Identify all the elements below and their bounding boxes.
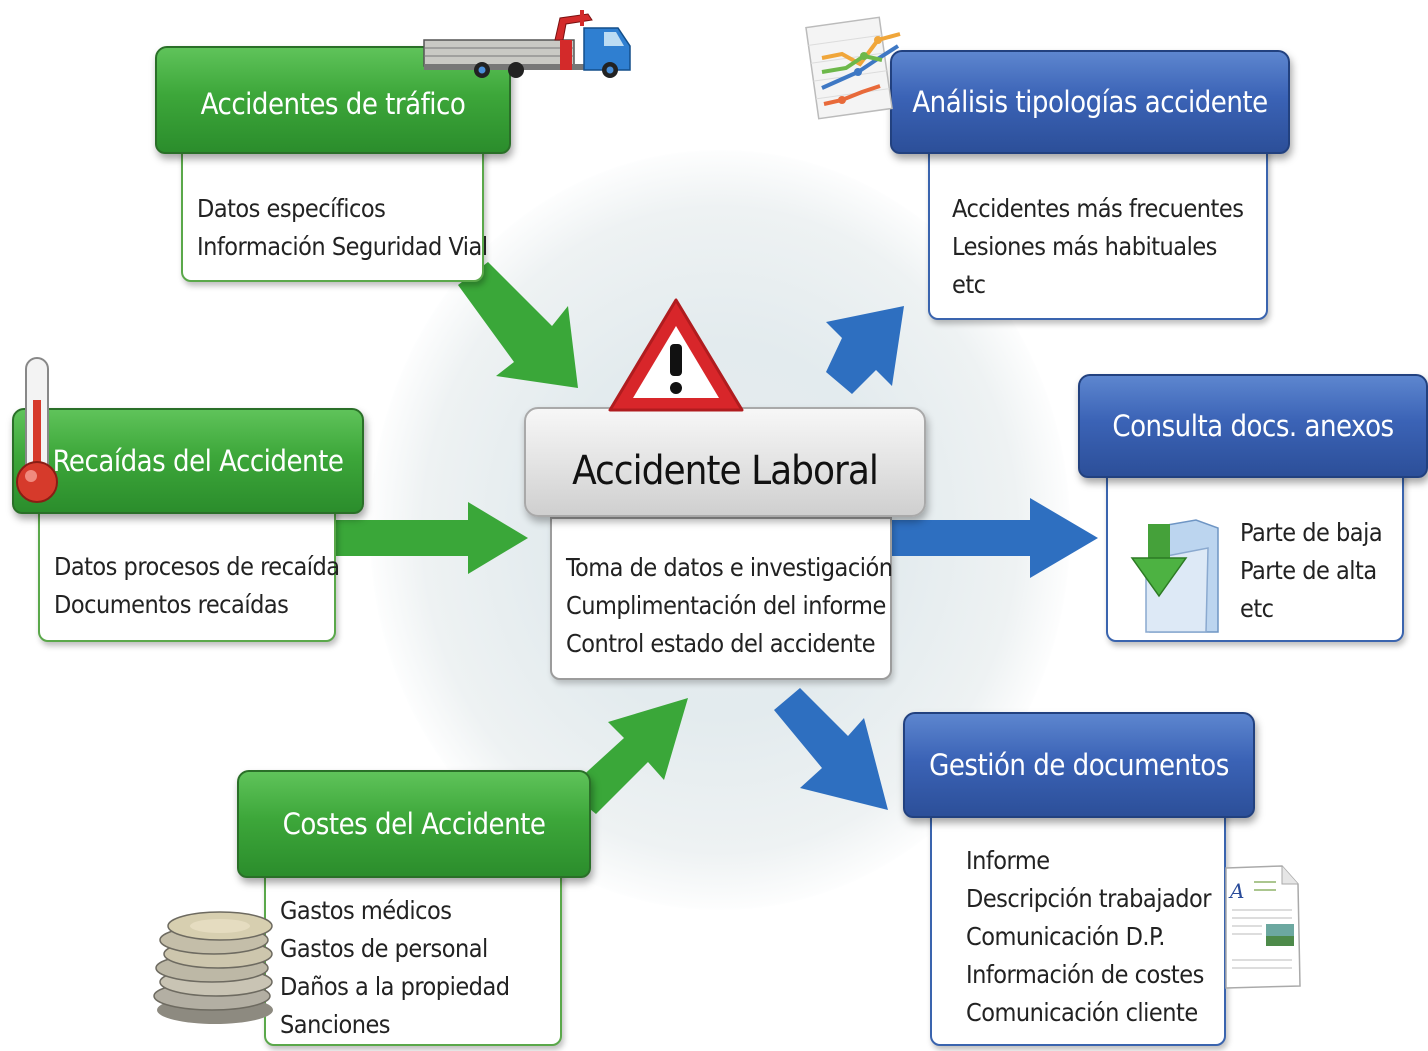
gestion-item: Comunicación cliente: [966, 998, 1198, 1027]
arrow-consulta: [892, 498, 1098, 578]
costes-card: Gastos médicos Gastos de personal Daños …: [264, 846, 562, 1046]
consulta-item: Parte de baja: [1240, 518, 1383, 547]
analisis-item: Accidentes más frecuentes: [952, 194, 1244, 223]
trafico-title: Accidentes de tráfico: [200, 87, 466, 121]
costes-item: Gastos de personal: [280, 934, 488, 963]
analisis-card: Accidentes más frecuentes Lesiones más h…: [928, 140, 1268, 320]
arrow-recaidas: [336, 502, 528, 574]
center-item: Cumplimentación del informe: [566, 591, 886, 620]
gestion-item: Informe: [966, 846, 1050, 875]
arrow-costes: [567, 698, 688, 814]
analisis-item: etc: [952, 270, 986, 299]
consulta-title: Consulta docs. anexos: [1112, 409, 1394, 443]
center-item: Control estado del accidente: [566, 629, 876, 658]
recaidas-item: Documentos recaídas: [54, 590, 289, 619]
recaidas-title: Recaídas del Accidente: [52, 444, 344, 478]
consulta-header[interactable]: Consulta docs. anexos: [1078, 374, 1428, 478]
costes-item: Sanciones: [280, 1010, 391, 1039]
arrow-analisis: [826, 306, 904, 394]
center-item: Toma de datos e investigación: [566, 553, 893, 582]
trafico-header[interactable]: Accidentes de tráfico: [155, 46, 511, 154]
recaidas-item: Datos procesos de recaída: [54, 552, 340, 581]
costes-item: Daños a la propiedad: [280, 972, 510, 1001]
arrow-gestion: [774, 688, 888, 810]
gestion-title: Gestión de documentos: [929, 748, 1229, 782]
analisis-item: Lesiones más habituales: [952, 232, 1217, 261]
analisis-title: Análisis tipologías accidente: [912, 85, 1268, 119]
costes-item: Gastos médicos: [280, 896, 452, 925]
gestion-card: Informe Descripción trabajador Comunicac…: [930, 808, 1226, 1046]
gestion-item: Comunicación D.P.: [966, 922, 1165, 951]
gestion-item: Descripción trabajador: [966, 884, 1212, 913]
consulta-item: Parte de alta: [1240, 556, 1377, 585]
costes-header[interactable]: Costes del Accidente: [237, 770, 591, 878]
center-card: Toma de datos e investigación Cumpliment…: [550, 517, 893, 680]
trafico-card: Datos específicos Información Seguridad …: [181, 140, 488, 282]
arrow-trafico: [458, 262, 578, 388]
center-title: Accidente Laboral: [572, 448, 879, 494]
consulta-item: etc: [1240, 594, 1274, 623]
trafico-item: Datos específicos: [197, 194, 386, 223]
gestion-item: Información de costes: [966, 960, 1204, 989]
center-header[interactable]: Accidente Laboral: [524, 407, 926, 517]
costes-title: Costes del Accidente: [282, 807, 546, 841]
recaidas-header[interactable]: Recaídas del Accidente: [12, 408, 364, 514]
gestion-header[interactable]: Gestión de documentos: [903, 712, 1255, 818]
analisis-header[interactable]: Análisis tipologías accidente: [890, 50, 1290, 154]
trafico-item: Información Seguridad Vial: [197, 232, 488, 261]
